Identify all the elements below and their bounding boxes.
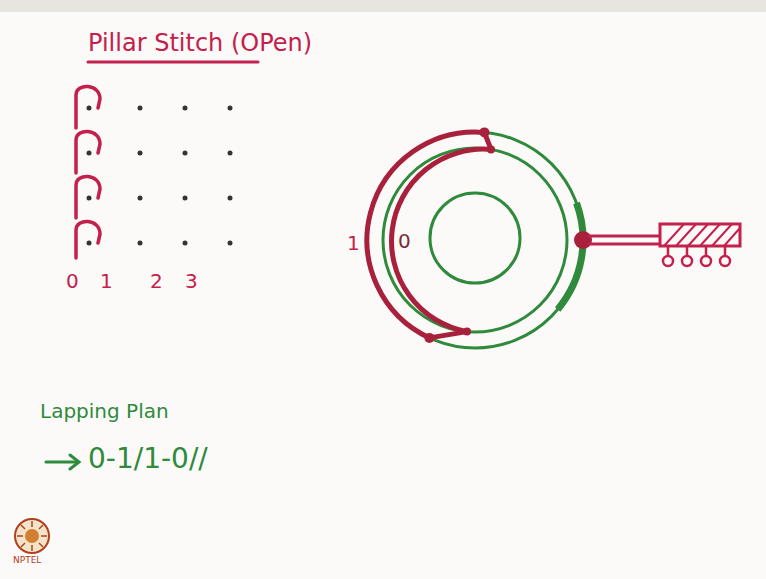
shog-path [392, 132, 491, 331]
needle-point-grid [87, 106, 233, 246]
stitch-loop [76, 131, 100, 173]
title-anchor: Pillar Stitch (OPen) [88, 30, 312, 56]
needle-point [138, 241, 143, 246]
needle-point [183, 196, 188, 201]
path-point [463, 328, 471, 336]
logo-ray [17, 535, 23, 537]
hatch-line [688, 224, 708, 246]
path-point [487, 145, 495, 153]
logo-ray [39, 525, 43, 529]
guide-eye [663, 256, 673, 266]
logo-disc [15, 519, 49, 553]
stitch-loop [76, 221, 100, 258]
guide-stem [667, 246, 670, 256]
label-anchor: 0 [398, 230, 411, 252]
guide-stem [705, 246, 708, 256]
stitch-loop [76, 176, 100, 218]
needle-point [138, 106, 143, 111]
lapping-notation: 0-1/1-0// [88, 444, 208, 475]
watermark: NPTEL [13, 556, 41, 566]
guide-eye [701, 256, 711, 266]
arrow-shaft [46, 461, 78, 464]
needle-point [228, 106, 233, 111]
label-anchor: 3 [185, 270, 198, 292]
logo-rays [17, 521, 47, 551]
guide-bar [574, 224, 740, 266]
guide-bar-circles [367, 127, 583, 348]
needle-point [87, 196, 92, 201]
label-anchor: NPTEL [13, 556, 41, 566]
hatch-line [712, 224, 732, 246]
guide-stem [686, 246, 689, 256]
stitch-loop [76, 86, 100, 128]
bar-hatching [664, 224, 740, 246]
logo-ray [41, 535, 47, 537]
logo-ray [21, 525, 25, 529]
logo-ray [31, 545, 33, 551]
position-number: 0 [398, 230, 411, 252]
lapping-arrow [46, 455, 79, 469]
inner-circle [430, 193, 520, 283]
needle-point [183, 106, 188, 111]
label-anchor: 1 [347, 232, 360, 254]
guide-eyes [663, 246, 730, 266]
section-heading: Lapping Plan [40, 400, 169, 422]
needle-point [138, 151, 143, 156]
label-anchor: 2 [150, 270, 163, 292]
logo-core [25, 529, 39, 543]
hatch-line [700, 224, 720, 246]
column-number: 2 [150, 270, 163, 292]
swing-path [367, 132, 484, 338]
nptel-logo [15, 519, 49, 553]
needle-point [138, 196, 143, 201]
bar-body [660, 224, 740, 246]
middle-circle [383, 148, 567, 332]
column-number: 3 [185, 270, 198, 292]
bar-pivot [574, 231, 592, 249]
needle-point [87, 106, 92, 111]
logo-ray [31, 521, 33, 527]
needle-point [183, 241, 188, 246]
hatch-line [664, 224, 684, 246]
column-number: 0 [66, 270, 79, 292]
logo-ray [21, 543, 25, 547]
needle-point [87, 241, 92, 246]
needle-point [183, 151, 188, 156]
hatch-line [676, 224, 696, 246]
arrow-head [70, 455, 79, 469]
needle-point [228, 241, 233, 246]
column-number: 1 [100, 270, 113, 292]
label-anchor: Lapping Plan [40, 400, 169, 422]
logo-ray [39, 543, 43, 547]
path-point [479, 127, 489, 137]
label-anchor: 0-1/1-0// [88, 444, 208, 475]
guide-eye [720, 256, 730, 266]
needle-point [228, 196, 233, 201]
title: Pillar Stitch (OPen) [88, 30, 312, 56]
needle-point [228, 151, 233, 156]
position-number: 1 [347, 232, 360, 254]
bar-rod [588, 243, 660, 246]
outer-circle [367, 132, 583, 348]
thick-arc [558, 203, 583, 309]
hatch-line [724, 228, 740, 246]
bar-rod [588, 235, 660, 238]
needle-point [87, 151, 92, 156]
path-point [424, 333, 434, 343]
paper-sheet [0, 12, 766, 579]
stitch-loops [76, 86, 100, 258]
title-underline [88, 61, 258, 64]
guide-stem [724, 246, 727, 256]
guide-eye [682, 256, 692, 266]
label-anchor: 0 [66, 270, 79, 292]
label-anchor: 1 [100, 270, 113, 292]
